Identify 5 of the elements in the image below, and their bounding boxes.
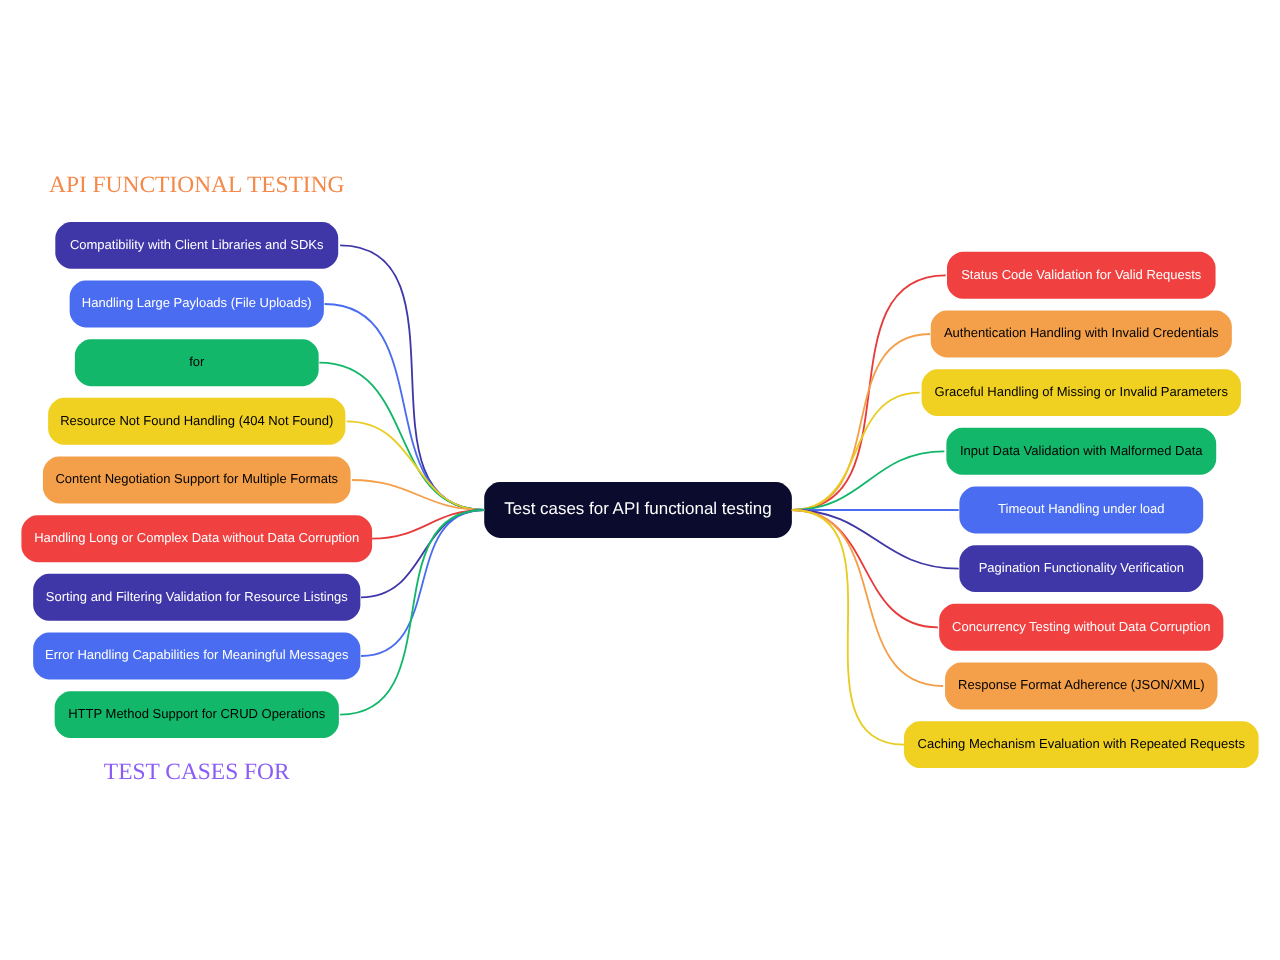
- label: API FUNCTIONAL TESTING: [48, 172, 345, 199]
- label: TEST CASES FOR: [103, 759, 290, 786]
- connector: [339, 509, 486, 716]
- connector: [790, 509, 905, 746]
- node-box: Test cases for API functional testing: [484, 481, 792, 538]
